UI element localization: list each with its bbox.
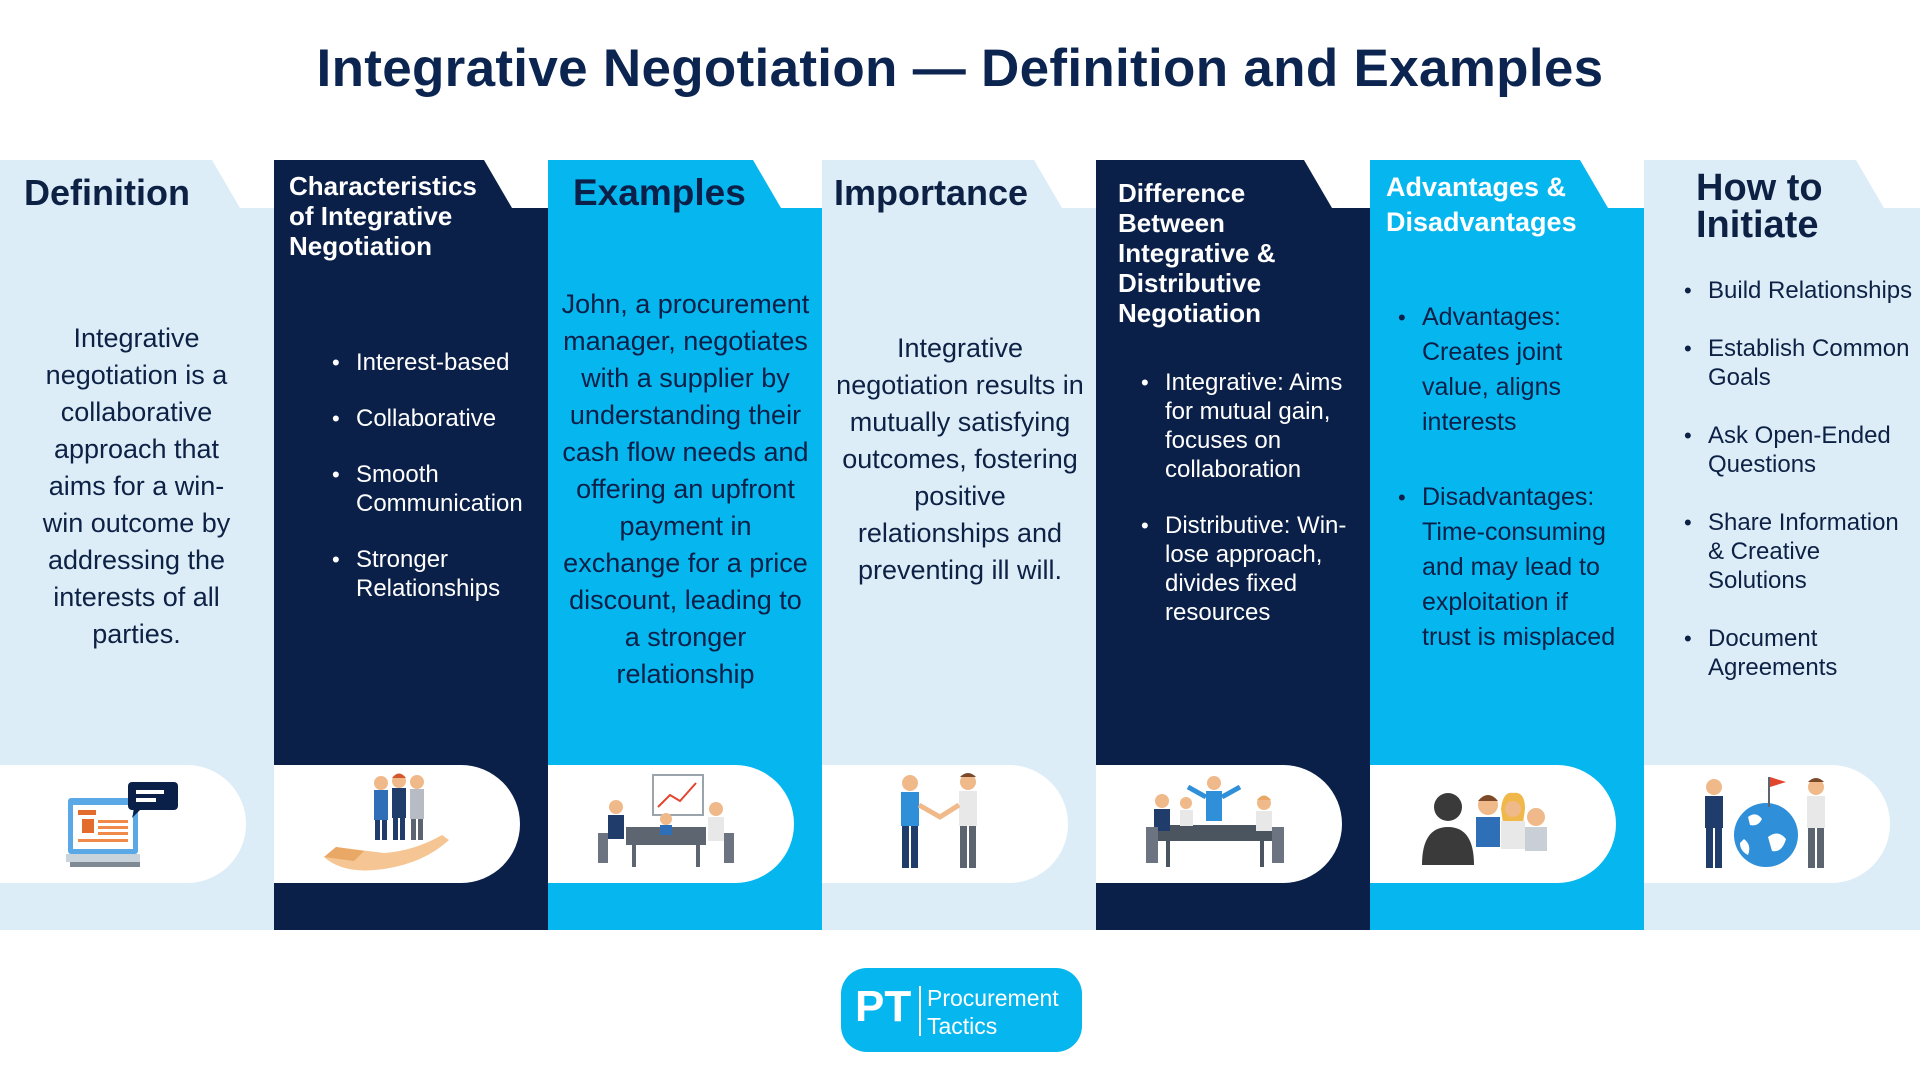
tab-shape xyxy=(1580,160,1645,208)
icon-pill xyxy=(822,765,1068,883)
column-heading: Characteristics of Integrative Negotiati… xyxy=(289,171,477,261)
computer-chat-icon xyxy=(66,782,178,867)
bullet-list: Advantages: Creates joint value, aligns … xyxy=(1398,300,1623,682)
tab-shape xyxy=(1856,160,1920,208)
columns-row: Definition Integrative negotiation is a … xyxy=(0,160,1920,930)
column-heading: Importance xyxy=(834,172,1029,213)
icon-pill xyxy=(1644,765,1890,883)
list-item: Stronger Relationships xyxy=(332,545,542,603)
list-item: Build Relationships xyxy=(1684,276,1914,305)
icon-pill xyxy=(1370,765,1616,883)
list-item: Advantages: Creates joint value, aligns … xyxy=(1398,300,1623,440)
column-definition: Definition Integrative negotiation is a … xyxy=(0,160,275,930)
list-item: Ask Open-Ended Questions xyxy=(1684,421,1914,479)
tab-shape xyxy=(1304,160,1371,208)
list-item: Collaborative xyxy=(332,404,542,433)
icon-pill xyxy=(0,765,246,883)
bullet-list: Integrative: Aims for mutual gain, focus… xyxy=(1141,368,1366,654)
bullet-list: Build Relationships Establish Common Goa… xyxy=(1684,276,1914,682)
column-heading: Definition xyxy=(24,172,190,213)
list-item: Document Agreements xyxy=(1684,624,1914,682)
tab-shape xyxy=(1034,160,1097,208)
handshake-icon xyxy=(901,773,977,868)
bullet-list: Interest-based Collaborative Smooth Comm… xyxy=(332,348,542,630)
team-in-hand-icon xyxy=(324,773,449,871)
icon-pill xyxy=(1096,765,1342,883)
list-item: Interest-based xyxy=(332,348,542,377)
logo-divider xyxy=(919,986,921,1036)
logo-initials: PT xyxy=(855,982,912,1031)
meeting-table-icon xyxy=(1146,776,1284,867)
tab-shape xyxy=(0,160,275,208)
column-heading: Difference Between Integrative & Distrib… xyxy=(1118,178,1276,328)
logo-line-2: Tactics xyxy=(927,1013,998,1039)
tab-shape xyxy=(484,160,549,208)
column-characteristics: Characteristics of Integrative Negotiati… xyxy=(274,160,549,930)
list-item: Distributive: Win-lose approach, divides… xyxy=(1141,511,1366,627)
list-item: Integrative: Aims for mutual gain, focus… xyxy=(1141,368,1366,484)
column-text: John, a procurement manager, negotiates … xyxy=(561,289,810,689)
column-text: Integrative negotiation is a collaborati… xyxy=(42,323,231,649)
column-examples: Examples John, a procurement manager, ne… xyxy=(548,160,823,930)
list-item: Smooth Communication xyxy=(332,460,542,518)
procurement-tactics-logo: PT Procurement Tactics xyxy=(841,968,1082,1052)
meeting-presentation-icon xyxy=(598,774,734,867)
column-advantages: Advantages & Disadvantages Advantages: C… xyxy=(1370,160,1645,930)
icon-pill xyxy=(548,765,794,883)
column-heading: Examples xyxy=(573,172,746,213)
column-text: Integrative negotiation results in mutua… xyxy=(836,333,1084,585)
icon-pill xyxy=(274,765,520,883)
column-difference: Difference Between Integrative & Distrib… xyxy=(1096,160,1371,930)
column-heading: Advantages & Disadvantages xyxy=(1386,172,1577,237)
list-item: Share Information & Creative Solutions xyxy=(1684,508,1914,595)
list-item: Establish Common Goals xyxy=(1684,334,1914,392)
column-importance: Importance Integrative negotiation resul… xyxy=(822,160,1097,930)
team-group-icon xyxy=(1422,792,1547,865)
column-heading: How to Initiate xyxy=(1696,167,1823,246)
globe-handshake-icon xyxy=(1705,777,1825,868)
list-item: Disadvantages: Time-consuming and may le… xyxy=(1398,480,1623,655)
logo-wordmark: Procurement Tactics xyxy=(927,984,1059,1040)
logo-line-1: Procurement xyxy=(927,985,1059,1011)
page-title: Integrative Negotiation — Definition and… xyxy=(316,39,1604,98)
column-how-to-initiate: How to Initiate Build Relationships Esta… xyxy=(1644,160,1920,930)
tab-shape xyxy=(753,160,823,208)
